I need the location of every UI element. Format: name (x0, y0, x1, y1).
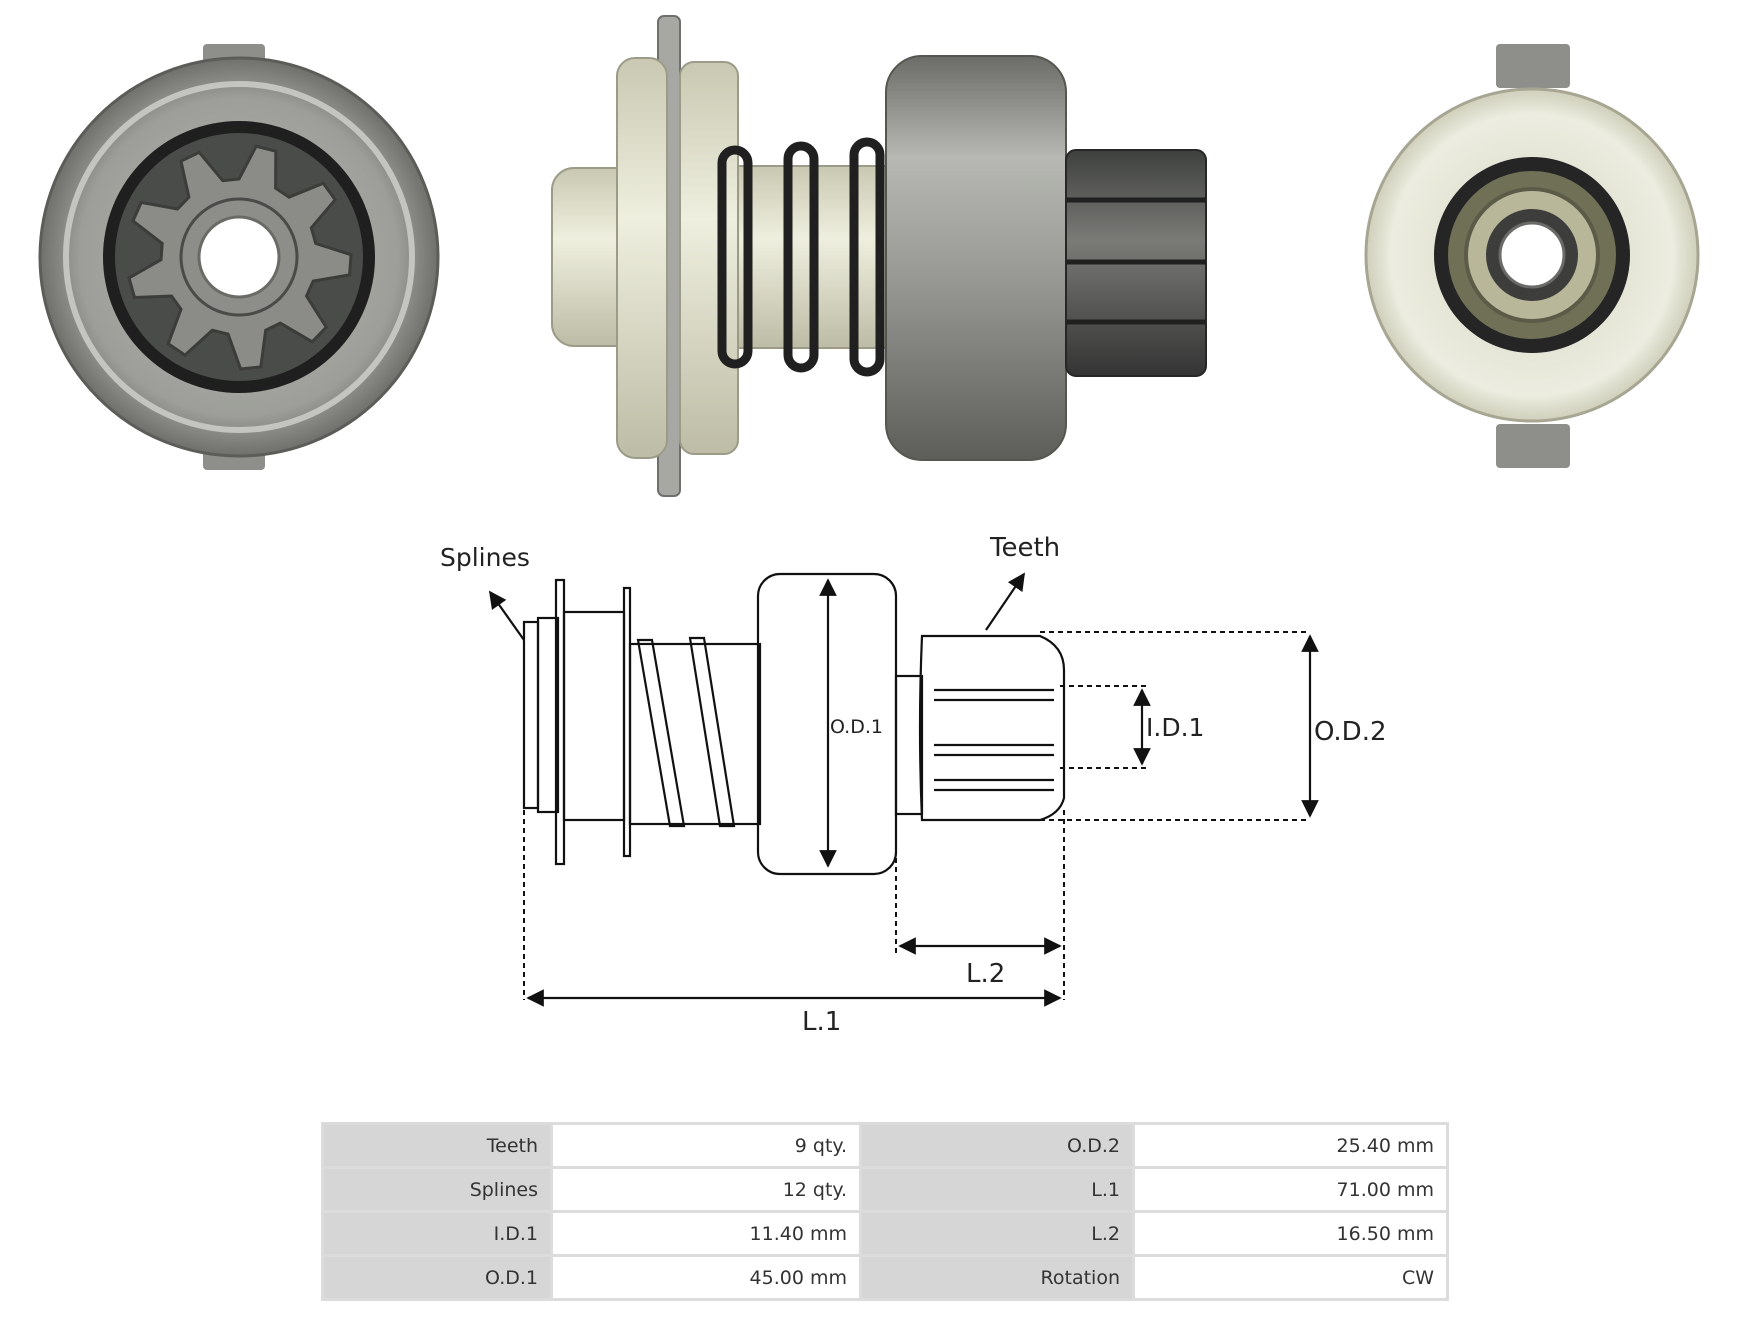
spec-label: Splines (324, 1169, 550, 1210)
teeth-label: Teeth (989, 533, 1060, 563)
pinion-outline (918, 634, 1066, 822)
rear-bushing-outline (536, 616, 560, 814)
spec-label: Rotation (862, 1257, 1132, 1298)
splined-end-outline (522, 620, 540, 810)
spec-label: I.D.1 (324, 1213, 550, 1254)
guide-ring-outline (562, 610, 626, 822)
spec-label: L.2 (862, 1213, 1132, 1254)
spec-label: O.D.1 (324, 1257, 550, 1298)
splines-leader (488, 590, 525, 641)
l2-label: L.2 (966, 959, 1005, 989)
l1-label: L.1 (802, 1007, 841, 1037)
teeth-leader (985, 572, 1025, 631)
spec-value: 16.50 mm (1135, 1213, 1446, 1254)
od1-label: O.D.1 (830, 716, 883, 738)
spec-value: 25.40 mm (1135, 1125, 1446, 1166)
spring-coil-2 (688, 636, 736, 828)
product-photos (38, 15, 1700, 497)
spec-value: CW (1135, 1257, 1446, 1298)
spec-label: Teeth (324, 1125, 550, 1166)
spec-value: 71.00 mm (1135, 1169, 1446, 1210)
od2-label: O.D.2 (1314, 717, 1387, 747)
splines-label: Splines (440, 543, 530, 572)
spec-label: O.D.2 (862, 1125, 1132, 1166)
side-view-photo (551, 15, 1207, 497)
spec-value: 12 qty. (553, 1169, 859, 1210)
spec-value: 11.40 mm (553, 1213, 859, 1254)
spec-label: L.1 (862, 1169, 1132, 1210)
spec-value: 45.00 mm (553, 1257, 859, 1298)
rear-view-photo (1364, 44, 1700, 468)
spring-coil-1 (636, 638, 686, 828)
spec-value: 9 qty. (553, 1125, 859, 1166)
neck-outline (894, 674, 924, 816)
sleeve-outline (628, 642, 762, 826)
front-view-photo (38, 44, 440, 470)
dimension-diagram: Splines Teeth O.D.1 I.D.1 O.D.2 L.2 L.1 (440, 533, 1387, 1037)
id1-label: I.D.1 (1146, 713, 1204, 742)
